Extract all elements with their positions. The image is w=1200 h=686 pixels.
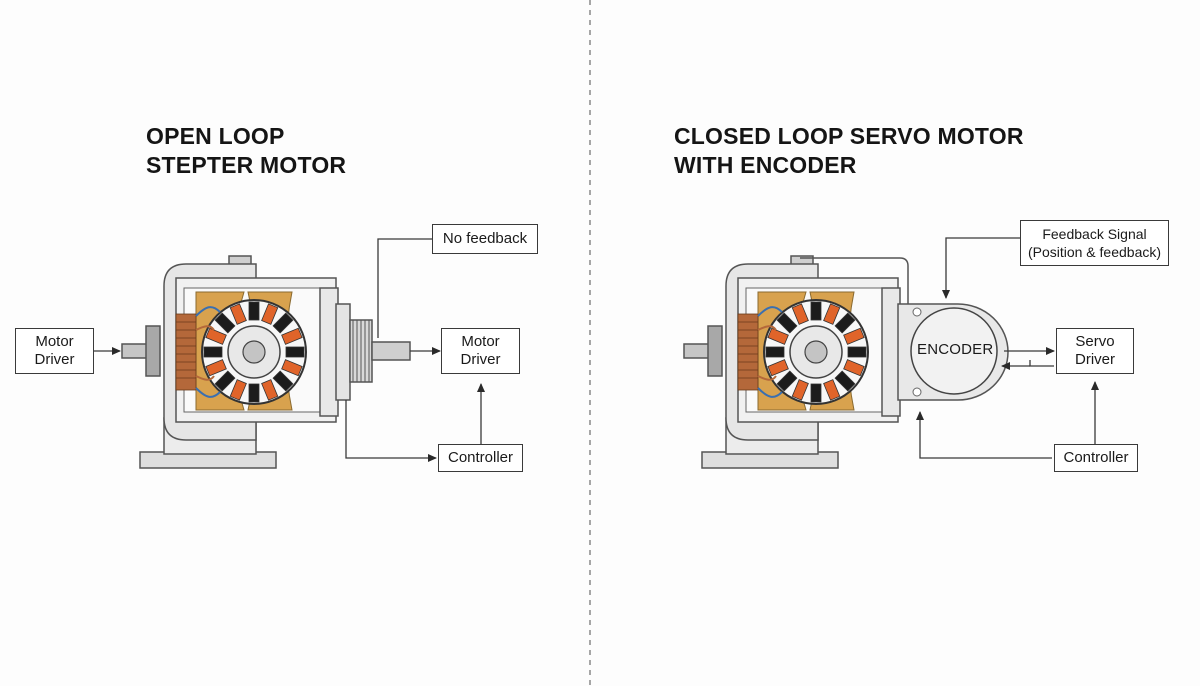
servo-driver-box: Servo Driver xyxy=(1056,328,1134,374)
motor-driver-output-line2: Driver xyxy=(460,351,501,368)
right-controller-box: Controller xyxy=(1054,444,1138,472)
servo-motor-drawing xyxy=(683,255,901,469)
right-controller-label: Controller xyxy=(1063,449,1129,466)
motor-driver-input-line2: Driver xyxy=(34,351,75,368)
motor-driver-input-line1: Motor xyxy=(35,333,74,350)
closed-loop-title-line2: WITH ENCODER xyxy=(674,152,857,178)
stepper-motor-drawing xyxy=(121,255,411,469)
motor-driver-input-box: Motor Driver xyxy=(15,328,94,374)
left-controller-label: Controller xyxy=(447,449,514,466)
left-controller-box: Controller xyxy=(438,444,523,472)
no-feedback-label: No feedback xyxy=(442,230,528,247)
right-connectors xyxy=(916,237,1099,459)
left-connectors xyxy=(94,238,485,462)
open-loop-title: OPEN LOOP STEPTER MOTOR xyxy=(146,122,346,180)
servo-driver-line1: Servo xyxy=(1075,333,1115,350)
motor-driver-output-box: Motor Driver xyxy=(441,328,520,374)
encoder-housing xyxy=(897,303,1009,401)
encoder-label: ENCODER xyxy=(917,341,994,358)
servo-driver-line2: Driver xyxy=(1075,351,1115,368)
encoder-bracket xyxy=(800,257,909,312)
closed-loop-title: CLOSED LOOP SERVO MOTOR WITH ENCODER xyxy=(674,122,1024,180)
no-feedback-box: No feedback xyxy=(432,224,538,254)
closed-loop-title-line1: CLOSED LOOP SERVO MOTOR xyxy=(674,123,1024,149)
open-loop-title-line1: OPEN LOOP xyxy=(146,123,285,149)
feedback-signal-line1: Feedback Signal xyxy=(1042,226,1147,242)
open-loop-title-line2: STEPTER MOTOR xyxy=(146,152,347,178)
motor-driver-output-line1: Motor xyxy=(461,333,500,350)
feedback-signal-line2: (Position & feedback) xyxy=(1027,244,1162,260)
feedback-signal-box: Feedback Signal (Position & feedback) xyxy=(1020,220,1169,266)
